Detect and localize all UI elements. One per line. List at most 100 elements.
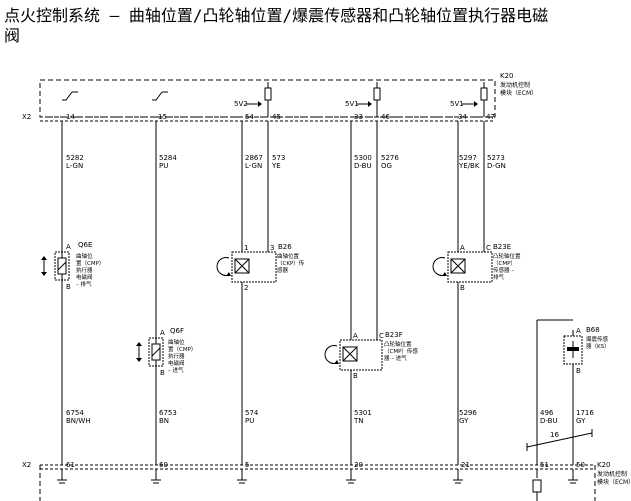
b26-pin-1: 1 <box>244 244 248 252</box>
top-pin-47: 47 <box>486 113 495 121</box>
q6e-solenoid <box>41 251 70 281</box>
pullup-resistor-1 <box>264 87 272 101</box>
wire-lines <box>61 121 574 465</box>
wire-6754-color: BN/WH <box>66 417 91 425</box>
b23f-desc-2: （CMP）传感 <box>384 347 418 355</box>
shield-marker <box>526 429 593 451</box>
q6e-pin-b: B <box>66 283 71 291</box>
wire-5297-color: YE/BK <box>458 162 480 170</box>
wire-5282-circuit: 5282 <box>66 154 84 162</box>
driver-symbol-2 <box>152 91 168 101</box>
bottom-pin-21: 21 <box>461 461 470 469</box>
wire-6754-circuit: 6754 <box>66 409 84 417</box>
b68-pin-a: A <box>576 327 581 335</box>
q6e-desc-4: 电磁阀 <box>76 273 93 281</box>
wire-5282-color: L-GN <box>66 162 83 170</box>
wire-5284-circuit: 5284 <box>159 154 177 162</box>
wire-5301-color: TN <box>353 417 364 425</box>
b26-pin-3: 3 <box>270 244 274 252</box>
q6f-solenoid <box>136 337 164 367</box>
wire-5273-color: D-GN <box>487 162 506 170</box>
q6f-desc-4: 电磁阀 <box>168 359 185 367</box>
q6e-ref: Q6E <box>78 241 92 249</box>
top-pin-46: 46 <box>381 113 390 121</box>
b68-knock-sensor <box>537 319 583 365</box>
top-pin-45: 45 <box>272 113 281 121</box>
wire-574-color: PU <box>245 417 254 425</box>
b26-desc-3: 感器 <box>277 266 289 274</box>
bottom-pin-60: 60 <box>159 461 168 469</box>
top-pin-14: 14 <box>66 113 75 121</box>
b23e-desc-1: 凸轮轴位置 <box>493 252 521 260</box>
q6f-pin-a: A <box>160 329 165 337</box>
wire-5296-color: GY <box>459 417 469 425</box>
b26-desc-1: 曲轴位置 <box>277 252 300 260</box>
wire-574-circuit: 574 <box>245 409 259 417</box>
ref-5v2: 5V2 <box>234 100 248 108</box>
title-line-2: 阀 <box>4 26 21 45</box>
b68-desc-2: 器（KS） <box>586 343 610 350</box>
pullup-resistor-2 <box>373 87 381 101</box>
q6e-desc-2: 置（CMP） <box>76 260 104 267</box>
title-line-1: 点火控制系统 – 曲轴位置/凸轮轴位置/爆震传感器和凸轮轴位置执行器电磁 <box>4 6 549 25</box>
wire-5296-circuit: 5296 <box>459 409 477 417</box>
ref-5v1-b: 5V1 <box>450 100 464 108</box>
bottom-resistor <box>532 479 542 493</box>
b23f-pin-a: A <box>353 332 358 340</box>
wire-5300-circuit: 5300 <box>354 154 372 162</box>
q6f-desc-1: 曲轴位 <box>168 338 185 346</box>
ecm-bottom-connector: X2 <box>22 461 31 469</box>
wire-2867-circuit: 2867 <box>245 154 263 162</box>
top-pin-33: 33 <box>354 113 363 121</box>
wire-496-color: D-BU <box>540 417 558 425</box>
ecm-bottom-box <box>39 464 596 501</box>
pullup-resistor-3 <box>480 87 488 101</box>
wire-573-circuit: 573 <box>272 154 285 162</box>
b26-pin-2: 2 <box>244 284 248 292</box>
b68-desc-1: 爆震传感 <box>586 335 609 343</box>
b23e-desc-4: 排气 <box>493 273 505 281</box>
wire-5276-color: OG <box>381 162 392 170</box>
bottom-pin-61: 61 <box>66 461 75 469</box>
wire-6753-circuit: 6753 <box>159 409 177 417</box>
b23e-pin-a: A <box>460 244 465 252</box>
ref-arrow-2 <box>368 101 372 107</box>
wire-573-color: YE <box>271 162 281 170</box>
ref-arrow-3 <box>474 101 478 107</box>
wire-1716-color: GY <box>576 417 586 425</box>
q6f-ref: Q6F <box>170 327 184 335</box>
wire-6753-color: BN <box>159 417 169 425</box>
wire-5301-circuit: 5301 <box>354 409 372 417</box>
wire-1716-circuit: 1716 <box>576 409 594 417</box>
q6e-desc-3: 执行器 <box>76 266 93 274</box>
wire-5300-color: D-BU <box>354 162 372 170</box>
b23f-pin-b: B <box>353 372 358 380</box>
bottom-pin-20: 20 <box>354 461 363 469</box>
ground-symbols <box>57 469 578 484</box>
top-pin-34: 34 <box>458 113 467 121</box>
b23f-pin-c: C <box>379 332 384 340</box>
ecm-top-connector: X2 <box>22 113 31 121</box>
wire-496-circuit: 496 <box>540 409 554 417</box>
shield-label: 16 <box>550 431 559 439</box>
b23e-desc-3: 传感器 – <box>493 266 514 274</box>
q6f-desc-3: 执行器 <box>168 352 185 360</box>
wire-5297-circuit: 5297 <box>459 154 477 162</box>
bottom-pin-5: 5 <box>245 461 249 469</box>
b23e-desc-2: （CMP） <box>493 260 516 267</box>
b26-ref: B26 <box>278 243 292 251</box>
wire-5276-circuit: 5276 <box>381 154 399 162</box>
q6e-desc-5: – 排气 <box>76 280 92 288</box>
b23f-ref: B23F <box>385 331 403 339</box>
b26-ckp-sensor <box>216 251 277 283</box>
ecm-top-name-1: 发动机控制 <box>500 81 530 89</box>
b23e-cmp-sensor <box>432 251 493 283</box>
b68-pin-b: B <box>576 367 581 375</box>
ecm-bottom-name-1: 发动机控制 <box>597 470 627 478</box>
q6f-pin-b: B <box>160 369 165 377</box>
ref-arrow-1 <box>258 101 262 107</box>
q6f-desc-2: 置（CMP） <box>168 346 196 353</box>
b68-ref: B68 <box>586 326 600 334</box>
b23e-pin-b: B <box>460 284 465 292</box>
